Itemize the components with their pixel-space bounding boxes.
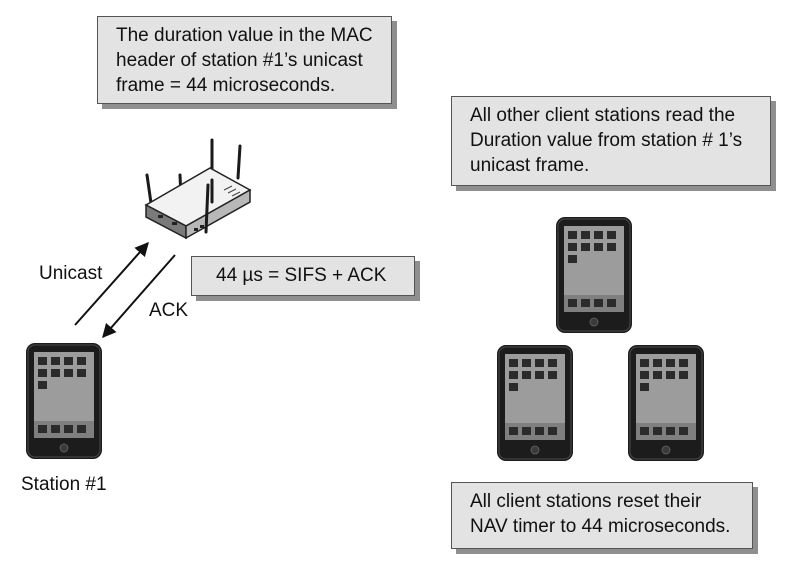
station-1-tablet-icon xyxy=(25,342,103,460)
ack-arrow xyxy=(102,254,176,339)
station-label: Station #1 xyxy=(21,474,107,495)
access-point-icon xyxy=(144,138,252,240)
client-station-right-tablet-icon xyxy=(627,344,705,462)
unicast-arrow xyxy=(74,241,149,326)
other-stations-read-callout: All other client stations read the Durat… xyxy=(451,96,771,186)
mac-duration-callout: The duration value in the MAC header of … xyxy=(97,16,392,104)
client-station-top-tablet-icon xyxy=(555,216,633,334)
client-station-left-tablet-icon xyxy=(496,344,574,462)
unicast-label: Unicast xyxy=(39,263,103,284)
ack-label: ACK xyxy=(149,300,189,321)
equation-callout: 44 µs = SIFS + ACK xyxy=(191,256,415,296)
nav-reset-callout: All client stations reset their NAV time… xyxy=(451,482,753,549)
